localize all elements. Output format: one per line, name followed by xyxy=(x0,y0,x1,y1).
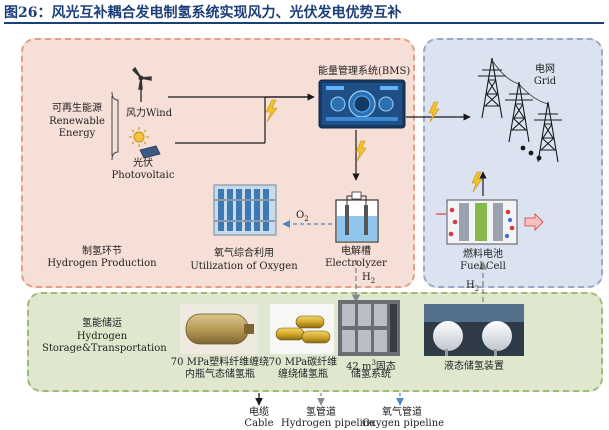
fuel-cell-label-en: Fuel Cell xyxy=(460,261,506,272)
oxygen-rack-image xyxy=(213,184,277,236)
electrolyzer-h2-label: H2 xyxy=(362,272,376,285)
cable-fuelcell-to-grid xyxy=(471,171,487,196)
carbon-fiber-bottles-image xyxy=(270,304,334,354)
storage-item-1-line1: 70 MPa塑料纤维缠绕 xyxy=(170,357,270,368)
grid-panel xyxy=(423,38,603,288)
legend-symbols xyxy=(255,393,404,406)
legend-cable-cn: 电缆 xyxy=(249,407,269,418)
power-pylon-icons xyxy=(478,57,562,163)
storage-item-3-line1: 42 m3固态 xyxy=(346,359,396,373)
storage-label-en-1: Hydrogen xyxy=(76,331,128,342)
o2-label: O2 xyxy=(296,210,309,223)
fuel-cell-h2-label: H2 xyxy=(466,280,480,293)
storage-item-2-line1: 70 MPa碳纤维 xyxy=(268,357,338,368)
cable-bms-to-grid xyxy=(406,101,471,123)
bms-screen-icon xyxy=(318,79,406,129)
legend-oxygen-cn: 氧气管道 xyxy=(382,407,422,418)
production-label-cn: 制氢环节 xyxy=(82,246,122,257)
storage-item-4-line1: 液态储氢装置 xyxy=(444,361,504,372)
ellipsis-dots xyxy=(520,145,542,161)
storage-item-3-line2: 储氢系统 xyxy=(351,369,391,380)
legend-hydrogen-cn: 氢管道 xyxy=(306,407,336,418)
sun-icon xyxy=(129,127,161,159)
liquid-storage-image xyxy=(424,304,524,356)
storage-label-cn: 氢能储运 xyxy=(82,318,122,329)
lightning-icon xyxy=(265,99,278,123)
production-label-en: Hydrogen Production xyxy=(47,258,157,269)
title-rule xyxy=(4,22,604,24)
storage-label-en-2: Storage&Transportation xyxy=(42,343,167,354)
legend-cable-en: Cable xyxy=(244,418,274,429)
oxygen-label-cn: 氧气综合利用 xyxy=(214,248,274,259)
solid-storage-image xyxy=(338,300,400,356)
cable-bms-to-electrolyzer xyxy=(352,130,367,181)
electrolyzer-label-cn: 电解槽 xyxy=(341,246,371,257)
renewable-label-en-2: Energy xyxy=(58,128,96,139)
cable-renewable-to-bms xyxy=(168,93,315,144)
pv-label-en: Photovoltaic xyxy=(111,170,175,181)
figure-title: 图26：风光互补耦合发电制氢系统实现风力、光伏发电优势互补 xyxy=(4,5,402,21)
fuel-cell-icon xyxy=(436,199,544,245)
pv-label-cn: 光伏 xyxy=(133,158,153,169)
renewable-bracket xyxy=(111,91,119,161)
fuel-cell-label-cn: 燃料电池 xyxy=(463,249,503,260)
renewable-label-en-1: Renewable xyxy=(49,116,105,127)
electrolyzer-icon xyxy=(335,191,379,243)
wind-label: 风力Wind xyxy=(126,108,173,119)
storage-item-2-line2: 缠绕储氢瓶 xyxy=(278,369,328,380)
bms-label: 能量管理系统(BMS) xyxy=(318,66,411,77)
gas-tank-image xyxy=(180,304,258,354)
legend-oxygen-en: Oxygen pipeline xyxy=(362,418,445,429)
storage-item-1-line2: 内瓶气态储氢瓶 xyxy=(185,369,255,380)
wind-turbine-icon xyxy=(132,66,152,102)
legend-hydrogen-en: Hydrogen pipeline xyxy=(281,418,376,429)
electrolyzer-label-en: Electrolyzer xyxy=(325,258,387,269)
grid-label-cn: 电网 xyxy=(535,64,555,75)
renewable-label-cn: 可再生能源 xyxy=(52,103,102,114)
oxygen-label-en: Utilization of Oxygen xyxy=(190,261,298,272)
grid-label-en: Grid xyxy=(533,76,557,87)
